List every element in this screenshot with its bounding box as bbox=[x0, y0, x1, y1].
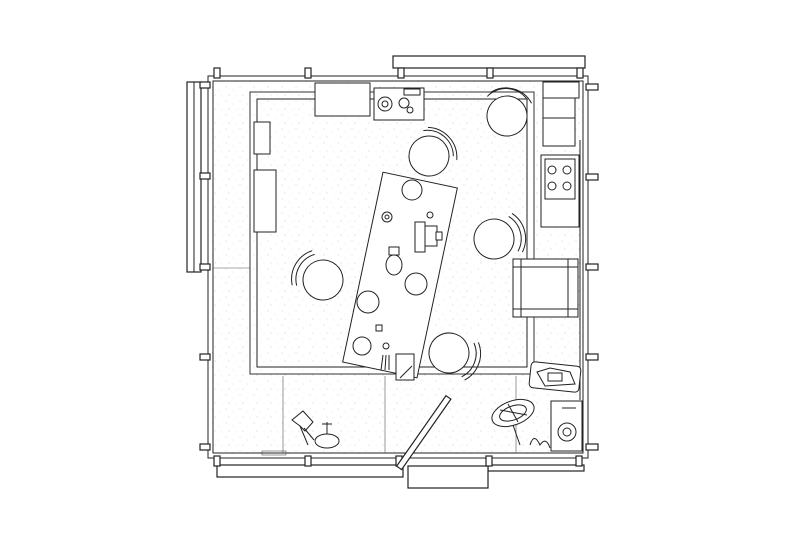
chair-seat bbox=[473, 218, 515, 260]
chair-back bbox=[508, 216, 522, 252]
entrance-step bbox=[407, 465, 489, 489]
vase bbox=[385, 254, 403, 276]
desk-plant bbox=[491, 398, 551, 449]
plate bbox=[401, 179, 423, 201]
pen bbox=[399, 365, 413, 379]
floor-lamp bbox=[291, 410, 315, 446]
post bbox=[199, 81, 211, 89]
notepad bbox=[395, 353, 415, 381]
chair-seat bbox=[486, 95, 528, 137]
desk-body bbox=[550, 400, 583, 452]
post bbox=[585, 443, 599, 451]
cup bbox=[381, 211, 393, 223]
cup bbox=[352, 336, 372, 356]
entrance-door bbox=[395, 394, 452, 471]
sink-basin bbox=[377, 96, 393, 112]
sideboard-body bbox=[528, 361, 582, 393]
chair-back bbox=[486, 88, 529, 101]
table-items bbox=[352, 179, 443, 381]
chair-back bbox=[423, 129, 454, 157]
post bbox=[304, 455, 312, 467]
post bbox=[213, 455, 221, 467]
post bbox=[585, 263, 599, 271]
wall-shelves bbox=[253, 121, 277, 233]
post bbox=[585, 173, 599, 181]
shelf-small bbox=[253, 121, 271, 155]
cup bbox=[426, 211, 434, 219]
bottom-wall bbox=[213, 394, 585, 489]
small-box bbox=[435, 231, 443, 241]
post bbox=[585, 83, 599, 91]
chair-back bbox=[295, 253, 315, 286]
utensils bbox=[380, 354, 384, 371]
burner-icon bbox=[562, 165, 572, 175]
book-stack bbox=[414, 221, 426, 253]
lamp-icon bbox=[291, 410, 314, 432]
post bbox=[485, 455, 493, 467]
post bbox=[486, 67, 494, 79]
burner-icon bbox=[547, 165, 557, 175]
exterior-wall-inner bbox=[212, 80, 584, 454]
chair bbox=[408, 126, 458, 177]
post bbox=[397, 67, 405, 79]
burner-icon bbox=[562, 181, 572, 191]
top-canopy bbox=[213, 55, 586, 79]
shelf-long bbox=[253, 169, 277, 233]
plate bbox=[356, 290, 380, 314]
threshold-strip bbox=[261, 450, 287, 456]
chair bbox=[473, 213, 527, 260]
post bbox=[199, 263, 211, 271]
upper-cabinet bbox=[542, 81, 580, 99]
burner-icon bbox=[547, 181, 557, 191]
left-window bbox=[186, 81, 211, 451]
book-stack bbox=[424, 225, 438, 247]
dining-table bbox=[342, 171, 458, 379]
bottom-sill-right bbox=[487, 464, 585, 472]
post bbox=[213, 67, 221, 79]
small-box bbox=[375, 324, 383, 332]
post bbox=[199, 172, 211, 180]
chair-back bbox=[461, 342, 477, 378]
armchair bbox=[512, 258, 579, 318]
post bbox=[576, 67, 584, 79]
chair-seat bbox=[428, 332, 470, 374]
cooktop bbox=[540, 154, 580, 228]
post bbox=[199, 353, 211, 361]
chair bbox=[486, 87, 532, 137]
right-wall bbox=[579, 83, 599, 451]
sideboard bbox=[528, 361, 582, 393]
post bbox=[585, 353, 599, 361]
stool-icon bbox=[314, 433, 340, 449]
cabinet-shelf bbox=[542, 117, 576, 147]
chair bbox=[428, 332, 481, 381]
canopy-top bbox=[392, 55, 586, 69]
desk-unit bbox=[550, 400, 583, 452]
stool bbox=[314, 422, 340, 449]
cabinet-shelf bbox=[542, 97, 576, 119]
top-cabinet bbox=[314, 82, 425, 121]
chair-seat bbox=[302, 259, 344, 301]
fan-icon bbox=[557, 422, 577, 442]
kitchen-unit bbox=[540, 81, 580, 228]
bowl bbox=[404, 272, 428, 296]
post bbox=[199, 443, 211, 451]
cabinet bbox=[314, 82, 371, 117]
tap-icon bbox=[398, 97, 410, 109]
post bbox=[304, 67, 312, 79]
armchair-body bbox=[512, 258, 579, 318]
post bbox=[575, 455, 583, 467]
bottom-sill-left bbox=[216, 464, 404, 478]
table-top bbox=[342, 171, 458, 379]
chair bbox=[291, 250, 344, 301]
chair-seat bbox=[408, 135, 450, 177]
